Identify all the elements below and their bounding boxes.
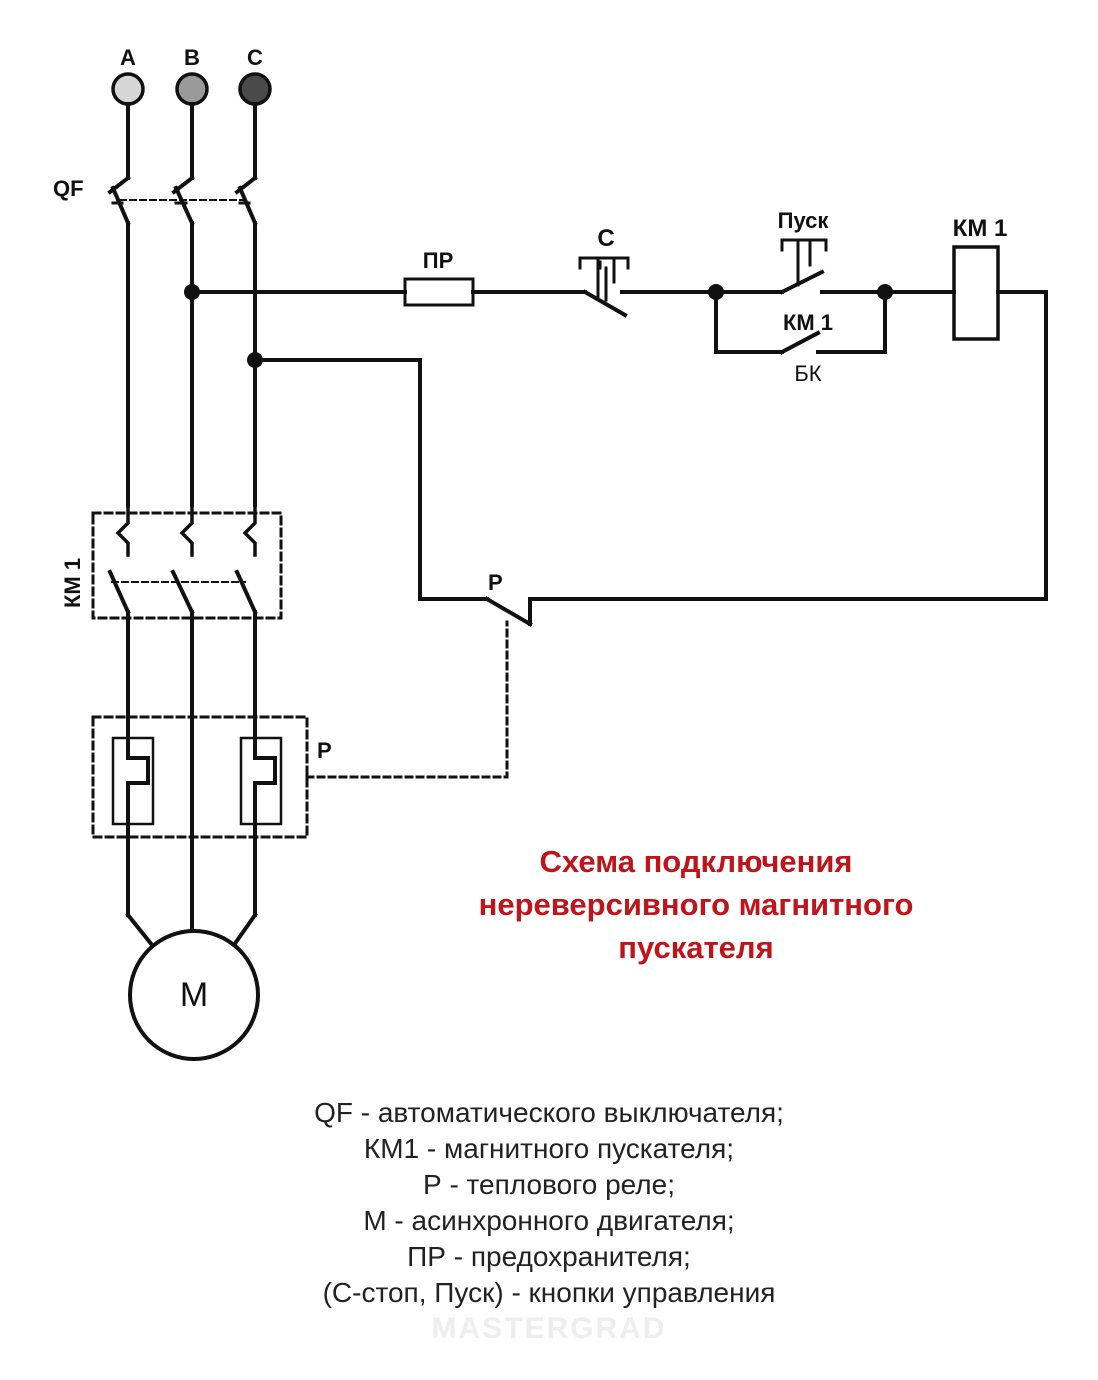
stop-label: С — [597, 225, 614, 252]
start-label: Пуск — [778, 208, 830, 233]
title-line-3: пускателя — [618, 930, 773, 965]
legend-line-2: КМ1 - магнитного пускателя; — [364, 1133, 734, 1164]
terminal-icon — [111, 72, 272, 106]
phase-c-label: C — [247, 45, 263, 70]
thermal-relay-icon — [91, 715, 309, 839]
km1-power-label: КМ 1 — [60, 558, 85, 608]
title-line-1: Схема подключения — [540, 844, 853, 879]
km1-aux-label: КМ 1 — [783, 310, 833, 335]
contactor-icon — [91, 503, 283, 620]
motor-icon — [128, 929, 260, 1061]
legend-line-1: QF - автоматического выключателя; — [314, 1097, 784, 1128]
motor-label: М — [180, 976, 208, 1014]
legend-line-4: М - асинхронного двигателя; — [363, 1205, 734, 1236]
breaker-icon — [107, 175, 258, 226]
fuse-label: ПР — [423, 248, 454, 273]
relay-contact-label: Р — [488, 570, 503, 595]
legend-line-5: ПР - предохранителя; — [407, 1241, 691, 1272]
title-line-2: нереверсивного магнитного — [479, 887, 914, 922]
km1-coil-label: КМ 1 — [953, 215, 1008, 242]
push-button-icon — [578, 256, 718, 318]
coil-icon — [952, 245, 1000, 341]
phase-a-label: A — [120, 45, 136, 70]
fuse-icon — [403, 277, 475, 307]
legend-line-6: (С-стоп, Пуск) - кнопки управления — [323, 1277, 776, 1308]
qf-label: QF — [53, 176, 84, 201]
aux-contact-label: БК — [794, 361, 821, 386]
legend-line-3: Р - теплового реле; — [423, 1169, 675, 1200]
push-button-icon — [779, 238, 828, 295]
phase-b-label: B — [184, 45, 200, 70]
watermark: MASTERGRAD — [432, 1312, 667, 1345]
relay-heater-label: Р — [317, 738, 332, 763]
